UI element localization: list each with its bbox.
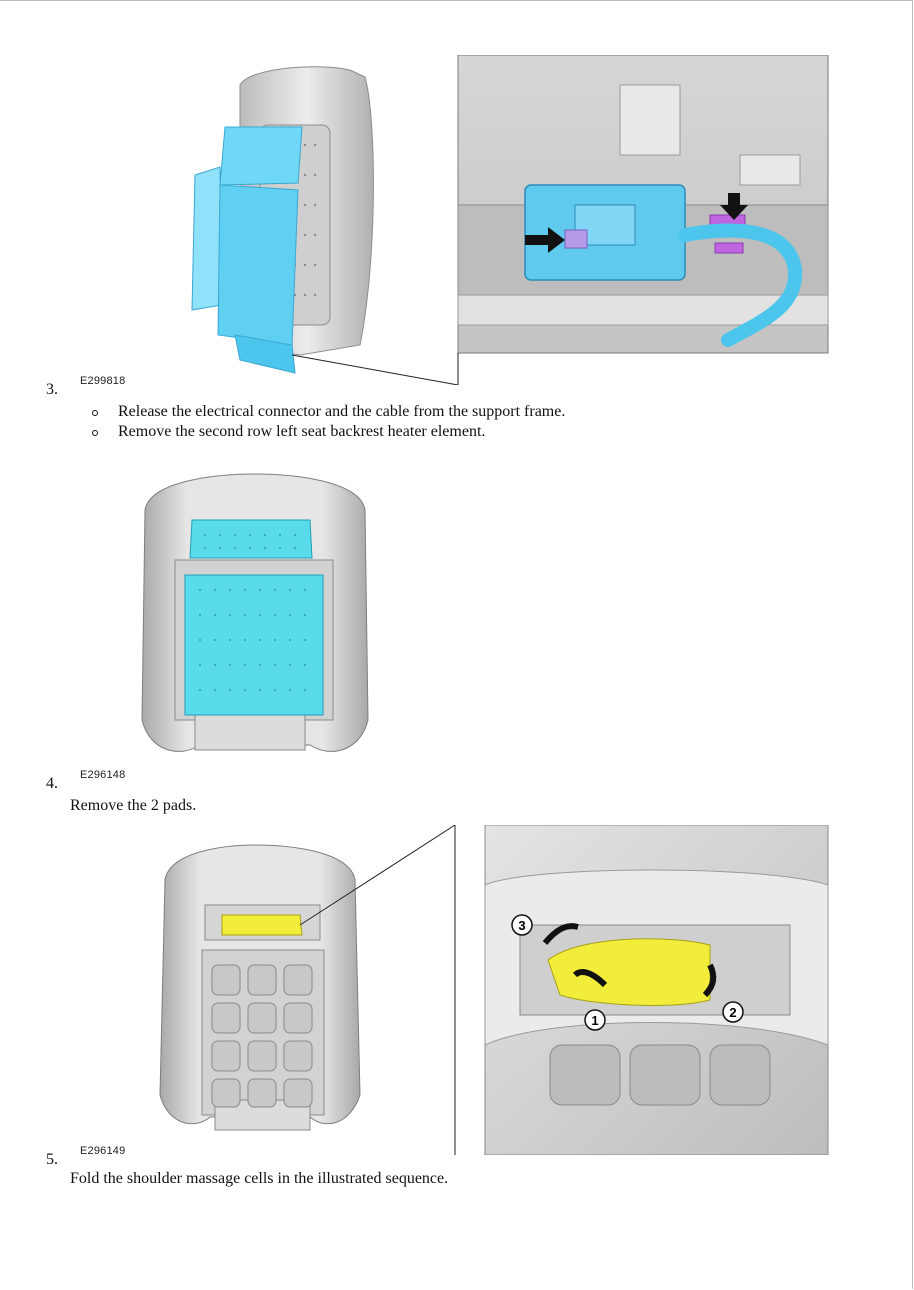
pad-perforations (199, 534, 306, 691)
figure-code-e296149: E296149 (80, 1145, 126, 1157)
lumbar-massage-cells (211, 964, 313, 1108)
figure-e299818 (191, 55, 829, 385)
callout-1: 1 (584, 1009, 606, 1031)
step-5-number: 5. (46, 1151, 58, 1168)
step-3-instructions: Release the electrical connector and the… (88, 402, 565, 442)
step-5-instruction: Fold the shoulder massage cells in the i… (70, 1170, 449, 1187)
callout-3-label: 3 (518, 918, 525, 933)
connector-detail-illustration (457, 55, 829, 385)
instruction-bullet: Release the electrical connector and the… (88, 402, 565, 422)
step-3-number: 3. (46, 381, 58, 398)
pad-illustration (184, 519, 324, 716)
step-4-instruction: Remove the 2 pads. (70, 797, 197, 814)
massage-fold-detail-illustration (484, 825, 829, 1155)
figure-code-e299818: E299818 (80, 375, 126, 387)
figure-e296148 (141, 473, 369, 752)
massage-cell-illustration (221, 914, 303, 936)
callout-2-label: 2 (729, 1005, 736, 1020)
callout-3: 3 (511, 914, 533, 936)
step-4-number: 4. (46, 775, 58, 792)
callout-1-label: 1 (591, 1013, 598, 1028)
figure-code-e296148: E296148 (80, 769, 126, 781)
figure-e296149: 3 1 2 (159, 825, 829, 1155)
callout-2: 2 (722, 1001, 744, 1023)
instruction-bullet: Remove the second row left seat backrest… (88, 422, 565, 442)
heater-element-illustration (191, 126, 303, 374)
